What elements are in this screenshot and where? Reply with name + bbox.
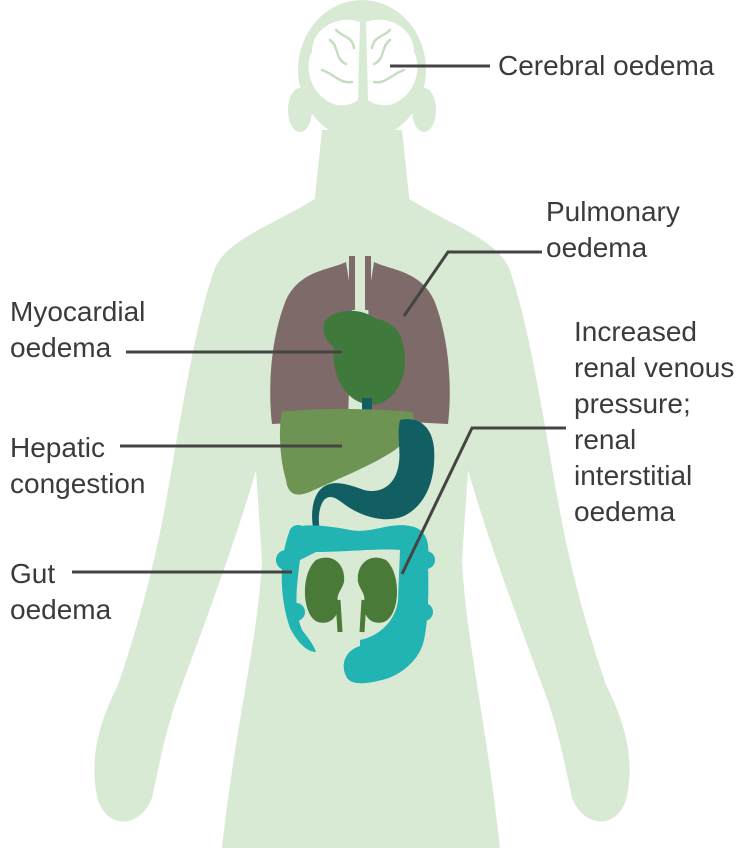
label-pulmonary-oedema: Pulmonary oedema (546, 194, 680, 266)
label-line: interstitial (574, 458, 734, 494)
label-line: oedema (10, 330, 145, 366)
label-line: oedema (10, 592, 111, 628)
label-line: Gut (10, 556, 111, 592)
label-hepatic-congestion: Hepatic congestion (10, 430, 145, 502)
label-line: oedema (574, 494, 734, 530)
label-line: renal venous (574, 350, 734, 386)
label-line: Myocardial (10, 294, 145, 330)
label-line: Cerebral oedema (498, 48, 714, 84)
label-line: Increased (574, 314, 734, 350)
label-line: oedema (546, 230, 680, 266)
label-line: congestion (10, 466, 145, 502)
label-myocardial-oedema: Myocardial oedema (10, 294, 145, 366)
label-line: Pulmonary (546, 194, 680, 230)
label-line: renal (574, 422, 734, 458)
label-line: pressure; (574, 386, 734, 422)
label-renal: Increased renal venous pressure; renal i… (574, 314, 734, 530)
label-gut-oedema: Gut oedema (10, 556, 111, 628)
label-line: Hepatic (10, 430, 145, 466)
label-cerebral-oedema: Cerebral oedema (498, 48, 714, 84)
